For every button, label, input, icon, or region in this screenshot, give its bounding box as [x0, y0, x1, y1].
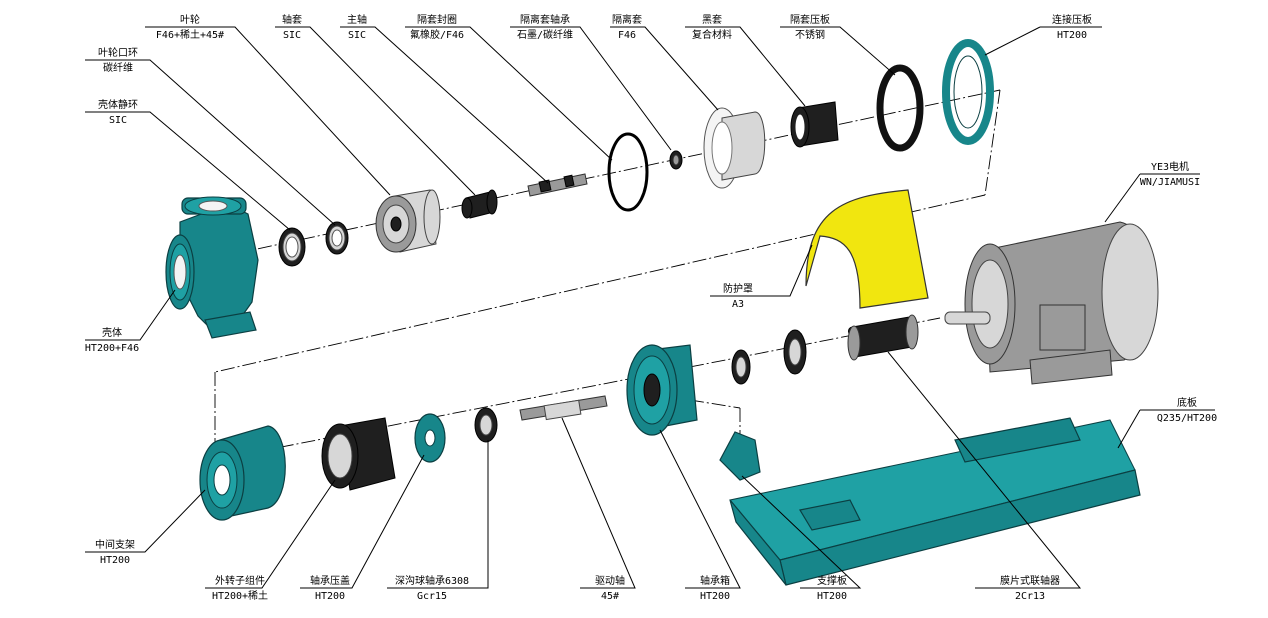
- sleeve-seal-ring: [607, 132, 649, 212]
- black-sleeve: [790, 101, 839, 148]
- connection-plate: [942, 39, 994, 145]
- sleeve-pressure-plate: [876, 64, 924, 152]
- svg-text:连接压板: 连接压板: [1052, 13, 1092, 26]
- svg-text:隔套压板: 隔套压板: [790, 13, 830, 26]
- svg-text:黑套: 黑套: [702, 13, 722, 26]
- protective-guard: [805, 189, 929, 309]
- svg-text:隔离套轴承: 隔离套轴承: [520, 13, 570, 26]
- label-sleeve-plate: 隔套压板 不锈钢: [790, 13, 830, 41]
- svg-text:叶轮口环: 叶轮口环: [98, 46, 138, 59]
- svg-text:膜片式联轴器: 膜片式联轴器: [1000, 574, 1060, 587]
- svg-text:驱动轴: 驱动轴: [595, 574, 625, 587]
- svg-text:氟橡胶/F46: 氟橡胶/F46: [410, 28, 464, 41]
- label-ball-bearing: 深沟球轴承6308 Gcr15: [395, 574, 469, 602]
- svg-text:HT200: HT200: [315, 591, 345, 602]
- svg-text:HT200+稀土: HT200+稀土: [212, 589, 268, 602]
- svg-text:石墨/碳纤维: 石墨/碳纤维: [517, 28, 573, 41]
- svg-text:支撑板: 支撑板: [817, 574, 847, 587]
- support-plate: [719, 431, 761, 481]
- svg-text:叶轮: 叶轮: [180, 13, 200, 26]
- label-base-plate: 底板 Q235/HT200: [1157, 396, 1217, 424]
- svg-text:WN/JIAMUSI: WN/JIAMUSI: [1140, 177, 1200, 188]
- svg-text:外转子组件: 外转子组件: [215, 574, 265, 587]
- main-shaft: [527, 173, 588, 197]
- svg-text:轴套: 轴套: [282, 13, 302, 26]
- label-black-sleeve: 黑套 复合材料: [692, 13, 732, 41]
- svg-text:YE3电机: YE3电机: [1151, 160, 1189, 173]
- svg-text:隔套封圈: 隔套封圈: [417, 13, 457, 26]
- impeller-ring: [325, 221, 349, 255]
- label-bearing-cover: 轴承压盖 HT200: [310, 574, 350, 602]
- label-impeller: 叶轮 F46+稀土+45#: [156, 13, 224, 41]
- label-impeller-ring: 叶轮口环 碳纤维: [98, 46, 138, 74]
- label-bushing: 轴套 SIC: [282, 13, 302, 41]
- label-bearing-box: 轴承箱 HT200: [700, 574, 730, 602]
- svg-text:HT200: HT200: [1057, 30, 1087, 41]
- svg-text:2Cr13: 2Cr13: [1015, 591, 1045, 602]
- svg-text:HT200: HT200: [700, 591, 730, 602]
- bearing-box: [626, 344, 698, 436]
- svg-text:隔离套: 隔离套: [612, 13, 642, 26]
- svg-text:A3: A3: [732, 299, 744, 310]
- svg-text:主轴: 主轴: [347, 13, 367, 26]
- svg-text:Gcr15: Gcr15: [417, 591, 447, 602]
- bearing-cover: [414, 413, 446, 463]
- label-connection-plate: 连接压板 HT200: [1052, 13, 1092, 41]
- motor: [944, 221, 1159, 385]
- leader-lines: [85, 26, 1215, 589]
- diaphragm-coupling: [847, 314, 919, 361]
- isolation-sleeve: [703, 107, 766, 189]
- label-bracket: 中间支架 HT200: [95, 538, 135, 566]
- label-casing-ring: 壳体静环 SIC: [98, 98, 138, 126]
- svg-text:复合材料: 复合材料: [692, 28, 732, 41]
- svg-text:轴承压盖: 轴承压盖: [310, 574, 350, 587]
- svg-text:防护罩: 防护罩: [723, 282, 753, 295]
- label-outer-rotor: 外转子组件 HT200+稀土: [212, 574, 268, 602]
- svg-text:中间支架: 中间支架: [95, 538, 135, 551]
- svg-text:SIC: SIC: [348, 30, 366, 41]
- base-plate: [729, 417, 1141, 586]
- sleeve-bearing: [669, 150, 683, 170]
- label-seal-ring: 隔套封圈 氟橡胶/F46: [410, 13, 464, 41]
- label-casing: 壳体 HT200+F46: [85, 326, 139, 354]
- svg-text:底板: 底板: [1177, 396, 1197, 409]
- svg-text:F46: F46: [618, 30, 636, 41]
- svg-text:HT200+F46: HT200+F46: [85, 343, 139, 354]
- label-main-shaft: 主轴 SIC: [347, 13, 367, 41]
- deep-groove-ball-bearing: [474, 407, 498, 443]
- outer-rotor-assembly: [321, 417, 396, 491]
- drive-shaft: [519, 395, 608, 421]
- svg-text:HT200: HT200: [100, 555, 130, 566]
- svg-text:轴承箱: 轴承箱: [700, 574, 730, 587]
- svg-text:SIC: SIC: [109, 115, 127, 126]
- impeller: [375, 189, 441, 253]
- bushing: [461, 189, 498, 219]
- pump-casing: [165, 196, 259, 339]
- svg-text:Q235/HT200: Q235/HT200: [1157, 413, 1217, 424]
- svg-text:碳纤维: 碳纤维: [103, 61, 133, 74]
- label-motor: YE3电机 WN/JIAMUSI: [1140, 160, 1200, 188]
- label-isolation-sleeve: 隔离套 F46: [612, 13, 642, 41]
- svg-text:壳体: 壳体: [102, 326, 122, 339]
- svg-text:不锈钢: 不锈钢: [795, 28, 825, 41]
- label-drive-shaft: 驱动轴 45#: [595, 574, 625, 602]
- label-guard: 防护罩 A3: [723, 282, 753, 310]
- lower-center-axis: [214, 317, 941, 461]
- svg-text:45#: 45#: [601, 591, 619, 602]
- label-sleeve-bearing: 隔离套轴承 石墨/碳纤维: [517, 13, 573, 41]
- casing-static-ring: [278, 227, 306, 267]
- bearing-right: [783, 329, 807, 375]
- svg-text:SIC: SIC: [283, 30, 301, 41]
- svg-text:F46+稀土+45#: F46+稀土+45#: [156, 28, 224, 41]
- svg-text:深沟球轴承6308: 深沟球轴承6308: [395, 574, 469, 587]
- label-support-plate: 支撑板 HT200: [817, 574, 847, 602]
- svg-text:壳体静环: 壳体静环: [98, 98, 138, 111]
- svg-text:HT200: HT200: [817, 591, 847, 602]
- bearing-middle: [731, 349, 751, 385]
- label-coupling: 膜片式联轴器 2Cr13: [1000, 574, 1060, 602]
- intermediate-bracket: [199, 425, 286, 521]
